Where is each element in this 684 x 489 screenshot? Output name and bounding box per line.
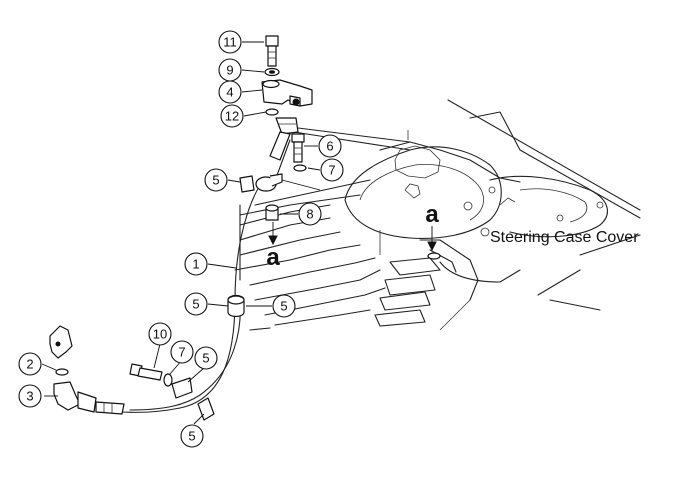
callout-3: 3 <box>18 384 42 408</box>
callout-7-lower: 7 <box>170 340 194 364</box>
svg-text:5: 5 <box>212 173 219 188</box>
svg-text:6: 6 <box>326 139 333 154</box>
marker-a-left: a <box>266 244 280 271</box>
svg-text:7: 7 <box>178 345 185 360</box>
elbow-2 <box>49 325 73 359</box>
svg-text:9: 9 <box>226 63 233 78</box>
callout-10: 10 <box>148 322 172 346</box>
clamp-5-bottom <box>197 397 215 421</box>
svg-text:11: 11 <box>223 35 237 50</box>
svg-text:4: 4 <box>226 85 233 100</box>
svg-text:2: 2 <box>26 357 33 372</box>
o-ring <box>265 108 279 116</box>
marker-a-right: a <box>425 201 439 228</box>
washer-7 <box>293 164 307 172</box>
callout-7: 7 <box>320 158 344 182</box>
svg-text:5: 5 <box>202 351 209 366</box>
callout-5-bottom: 5 <box>180 424 204 448</box>
svg-text:1: 1 <box>192 257 199 272</box>
middle-fitting-stack <box>239 133 307 246</box>
arrow-down-a-right <box>427 226 441 260</box>
steering-case-cover-label: Steering Case Cover <box>490 229 639 246</box>
svg-text:3: 3 <box>26 389 33 404</box>
upper-fitting-stack <box>261 35 313 161</box>
callout-5-lower: 5 <box>194 346 218 370</box>
clamp-5-upper <box>239 175 255 193</box>
callout-5-upper: 5 <box>204 168 228 192</box>
hose-assembly <box>121 127 411 413</box>
callout-1: 1 <box>184 252 208 276</box>
svg-text:5: 5 <box>192 297 199 312</box>
hose-end-fitting <box>275 117 299 135</box>
svg-text:10: 10 <box>153 327 167 342</box>
lower-clamp <box>227 294 245 318</box>
washer-7-lower <box>163 373 173 387</box>
callout-4: 4 <box>218 80 242 104</box>
callout-6: 6 <box>318 134 342 158</box>
callout-9: 9 <box>218 58 242 82</box>
callout-8: 8 <box>298 202 322 226</box>
callout-2: 2 <box>18 352 42 376</box>
callout-11: 11 <box>218 30 242 54</box>
callout-5-right: 5 <box>272 294 296 318</box>
steering-case-housing <box>344 99 641 331</box>
clamp-5-small <box>171 377 193 399</box>
panel-fins <box>234 179 441 331</box>
bolt-shank <box>267 45 277 67</box>
svg-text:8: 8 <box>306 207 313 222</box>
bolt-head <box>265 35 279 47</box>
leader-lines <box>41 41 321 425</box>
svg-text:7: 7 <box>328 163 335 178</box>
svg-text:5: 5 <box>188 429 195 444</box>
svg-text:12: 12 <box>225 109 239 124</box>
callout-12: 12 <box>220 104 244 128</box>
lower-fitting-group <box>49 325 215 421</box>
svg-text:5: 5 <box>280 299 287 314</box>
callouts: 11 9 4 12 6 7 5 8 1 5 5 10 7 5 2 3 5 <box>18 30 344 448</box>
hose-end-lower <box>77 391 97 413</box>
callout-5-left: 5 <box>184 292 208 316</box>
bolt-6-head <box>291 133 305 143</box>
